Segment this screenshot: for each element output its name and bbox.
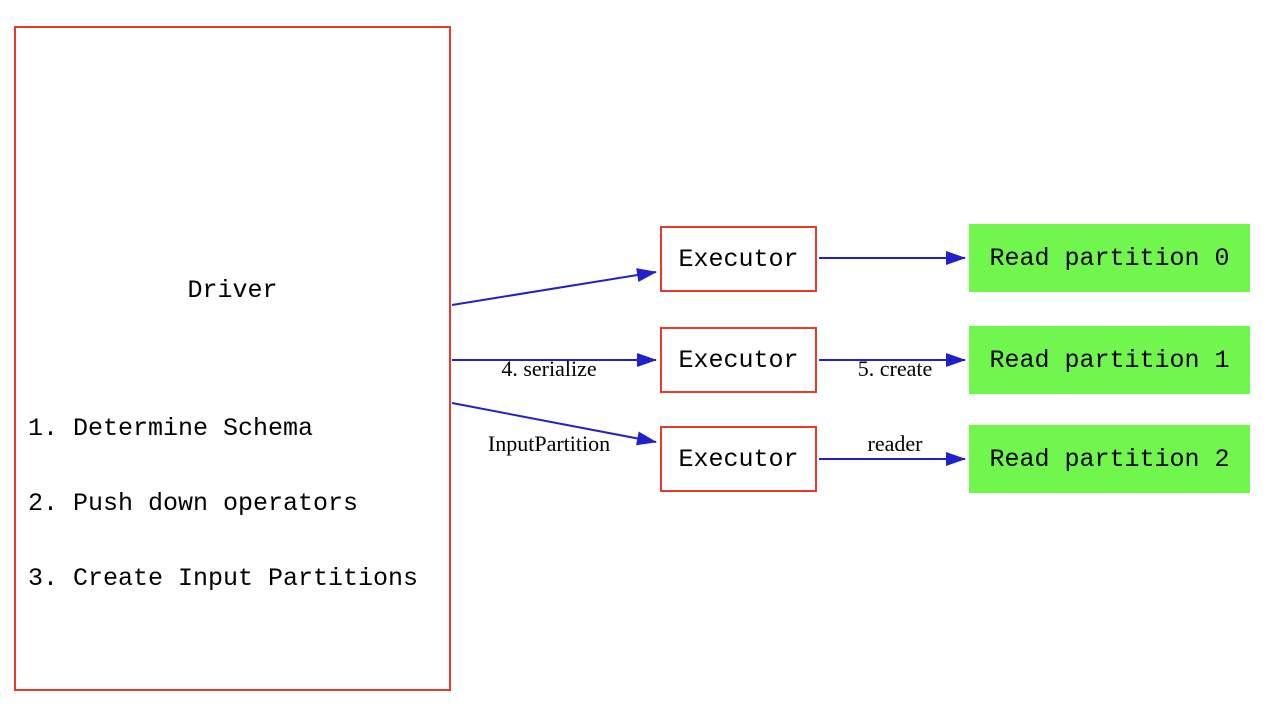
edge-label-serialize-line1: 4. serialize xyxy=(501,356,597,381)
executor-node-2: Executor xyxy=(660,426,817,492)
driver-step: 2. Push down operators xyxy=(28,489,359,518)
driver-title: Driver xyxy=(187,276,278,305)
edge-label-serialize: 4. serialize InputPartition xyxy=(449,306,649,506)
driver-steps: 1. Determine Schema 2. Push down operato… xyxy=(28,366,418,641)
edge-label-serialize-line2: InputPartition xyxy=(487,431,611,456)
edge-label-create-reader: 5. create reader xyxy=(820,306,970,506)
driver-step: 1. Determine Schema xyxy=(28,414,314,443)
read-partition-node-1: Read partition 1 xyxy=(969,326,1250,394)
driver-step: 3. Create Input Partitions xyxy=(28,564,419,593)
executor-node-0: Executor xyxy=(660,226,817,292)
read-partition-node-2: Read partition 2 xyxy=(969,425,1250,493)
arrow-driver-to-executor-0 xyxy=(451,268,657,306)
edge-label-create-reader-line2: reader xyxy=(867,431,923,456)
executor-node-1: Executor xyxy=(660,327,817,393)
read-partition-node-0: Read partition 0 xyxy=(969,224,1250,292)
edge-label-create-reader-line1: 5. create xyxy=(857,356,933,381)
driver-node: Driver 1. Determine Schema 2. Push down … xyxy=(14,26,451,691)
